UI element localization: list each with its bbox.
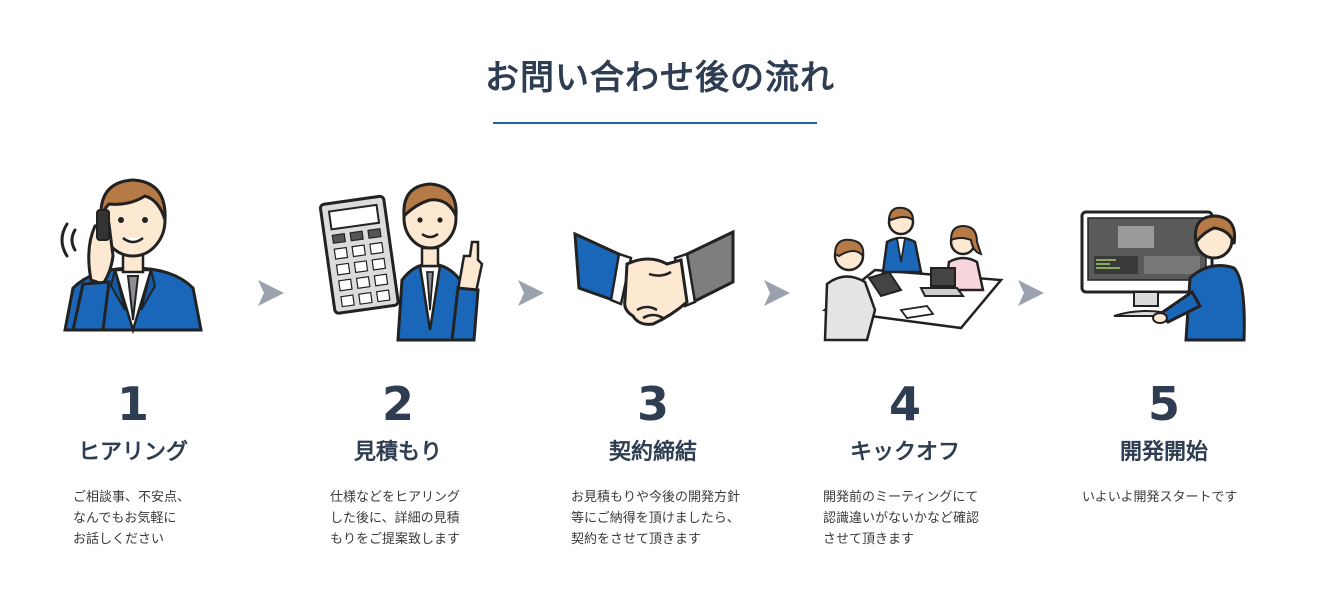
- phone-call-icon: [60, 178, 203, 335]
- arrow-right-icon: [518, 280, 544, 306]
- step-label: 見積もり: [353, 440, 442, 465]
- step-label: キックオフ: [849, 440, 960, 465]
- step-description: 開発前のミーティングにて 認識違いがないかなど確認 させて頂きます: [823, 490, 980, 547]
- step-number: 4: [888, 377, 921, 431]
- step-description: いよいよ開発スタートです: [1082, 490, 1238, 505]
- step-number: 3: [636, 377, 669, 431]
- arrow-right-icon: [764, 280, 790, 306]
- step-description: お見積もりや今後の開発方針 等にご納得を頂けましたら、 契約をさせて頂きます: [571, 490, 741, 547]
- step-label: ヒアリング: [77, 440, 188, 465]
- calculator-icon: [318, 182, 484, 342]
- handshake-icon: [573, 229, 735, 326]
- step-number: 1: [116, 377, 149, 431]
- step-description: 仕様などをヒアリング した後に、詳細の見積 もりをご提案致します: [330, 490, 461, 547]
- arrow-right-icon: [258, 280, 284, 306]
- step-label: 契約締結: [608, 440, 697, 465]
- step-description: ご相談事、不安点、 なんでもお気軽に お話しください: [73, 490, 191, 547]
- step-number: 2: [381, 377, 414, 431]
- step-number: 5: [1147, 377, 1180, 431]
- meeting-icon: [821, 206, 1004, 342]
- section-title: お問い合わせ後の流れ: [485, 58, 835, 98]
- computer-work-icon: [1080, 210, 1246, 342]
- title-underline: [493, 122, 817, 124]
- arrow-right-icon: [1018, 280, 1044, 306]
- step-label: 開発開始: [1119, 440, 1208, 465]
